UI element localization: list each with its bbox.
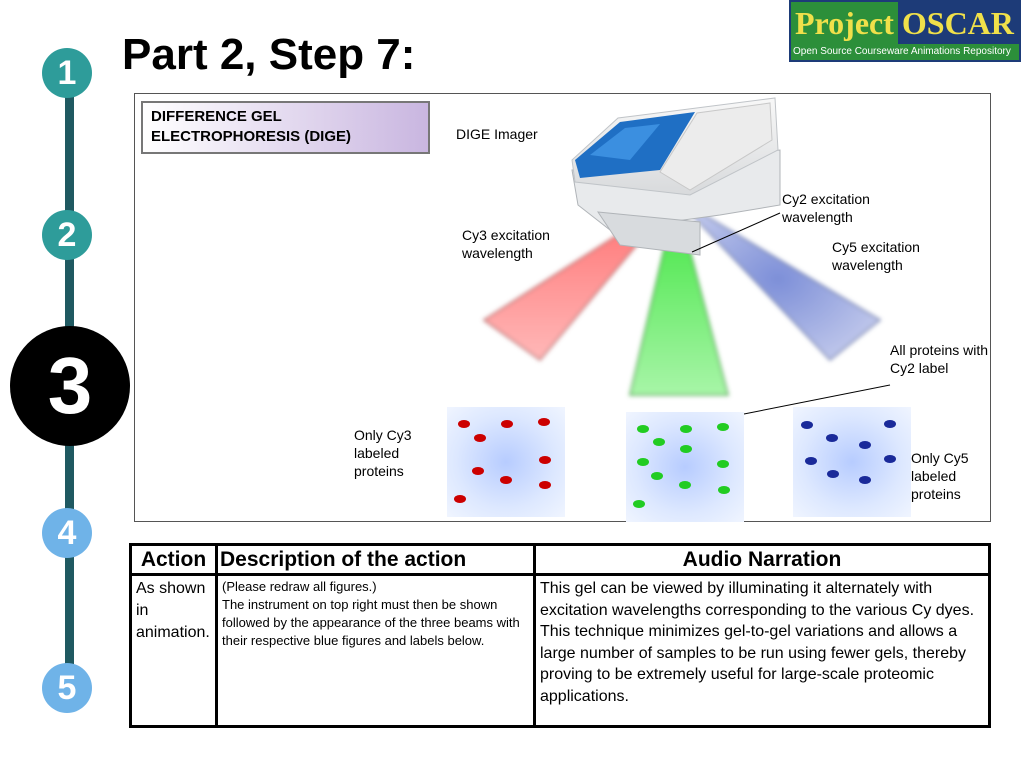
cy2-leader-line (691, 212, 781, 253)
step-4-badge[interactable]: 4 (42, 508, 92, 558)
cy5-gel (793, 407, 911, 517)
cy5-gel-spots (801, 420, 896, 484)
audio-cell: This gel can be viewed by illuminating i… (533, 573, 991, 728)
dige-diagram-frame (134, 93, 991, 522)
logo-tagline: Open Source Courseware Animations Reposi… (791, 44, 1019, 60)
cy2-gel-spots (633, 423, 730, 508)
cy3-gel (447, 407, 565, 517)
all-proteins-label: All proteins with Cy2 label (890, 342, 989, 376)
page-title: Part 2, Step 7: (122, 30, 416, 79)
cy3-gel-spots (454, 418, 551, 503)
logo-oscar-text: OSCAR (897, 2, 1018, 44)
step-5-badge[interactable]: 5 (42, 663, 92, 713)
description-text: The instrument on top right must then be… (222, 597, 520, 648)
cy5-gel-label: Only Cy5 labeled proteins (911, 450, 969, 502)
table-row: As shown in animation. (Please redraw al… (129, 573, 991, 728)
cy5-excitation-label: Cy5 excitation wavelength (832, 239, 920, 273)
cy2-beam (629, 197, 729, 396)
action-header: Action (129, 543, 218, 576)
cy3-excitation-label: Cy3 excitation wavelength (462, 227, 550, 261)
audio-header: Audio Narration (533, 543, 991, 576)
storyboard-table: Action Description of the action Audio N… (129, 543, 991, 728)
step-1-badge[interactable]: 1 (42, 48, 92, 98)
step-3-badge-active[interactable]: 3 (10, 326, 130, 446)
table-header-row: Action Description of the action Audio N… (129, 543, 991, 576)
cy2-excitation-label: Cy2 excitation wavelength (782, 191, 870, 225)
cy2-gel (626, 412, 744, 522)
action-cell: As shown in animation. (129, 573, 218, 728)
description-note: (Please redraw all figures.) (222, 579, 377, 594)
all-proteins-leader-line (743, 384, 891, 415)
cy5-beam (675, 197, 882, 362)
dige-imager-icon (571, 97, 781, 256)
description-header: Description of the action (215, 543, 536, 576)
dige-imager-label: DIGE Imager (456, 126, 538, 142)
logo-project-text: Project (791, 2, 898, 44)
dige-heading-box: DIFFERENCE GEL ELECTROPHORESIS (DIGE) (141, 101, 430, 154)
cy3-gel-label: Only Cy3 labeled proteins (354, 427, 412, 479)
description-cell: (Please redraw all figures.) The instrum… (215, 573, 536, 728)
step-2-badge[interactable]: 2 (42, 210, 92, 260)
project-oscar-logo: Project OSCAR Open Source Courseware Ani… (789, 0, 1021, 62)
